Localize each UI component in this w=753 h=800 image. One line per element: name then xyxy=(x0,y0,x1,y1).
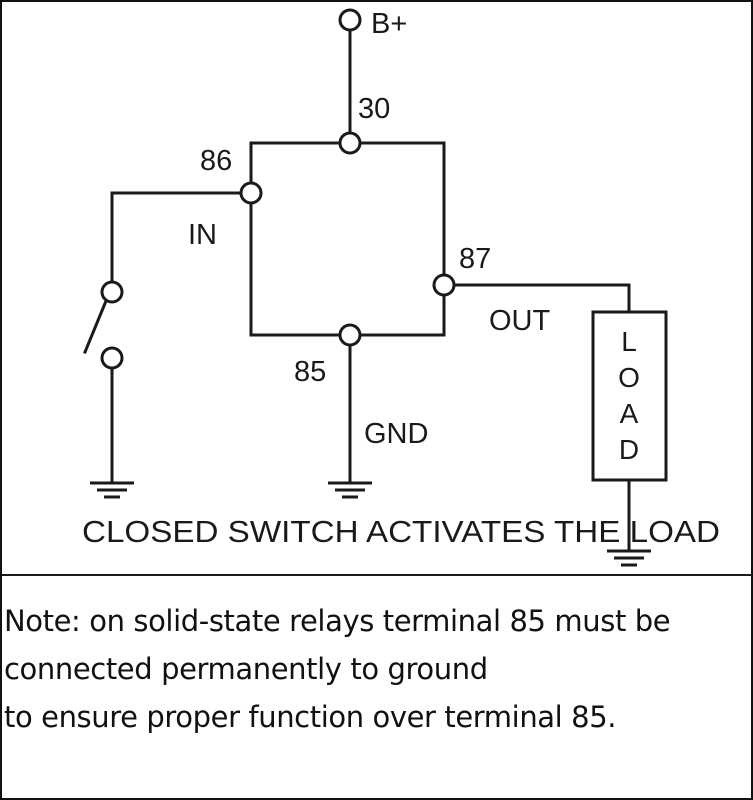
load-box xyxy=(591,310,668,482)
label-input: IN xyxy=(188,219,217,251)
label-terminal-30: 30 xyxy=(358,93,390,125)
terminal-battery xyxy=(338,8,362,32)
label-terminal-86: 86 xyxy=(200,145,232,177)
note-line: Note: on solid-state relays terminal 85 … xyxy=(4,604,671,638)
load-letter: L xyxy=(621,326,637,357)
ground-icon xyxy=(607,549,651,567)
switch-blade xyxy=(83,299,108,354)
note-line: connected permanently to ground xyxy=(4,652,488,686)
label-terminal-87: 87 xyxy=(459,243,491,275)
switch-contact-bottom xyxy=(100,346,124,370)
note-line: to ensure proper function over terminal … xyxy=(4,700,617,734)
load-letter: O xyxy=(618,362,640,393)
terminal-85 xyxy=(338,323,362,347)
terminal-86 xyxy=(239,181,263,205)
note-text: Note: on solid-state relays terminal 85 … xyxy=(4,597,751,741)
label-output: OUT xyxy=(489,305,551,337)
label-battery: B+ xyxy=(371,8,407,40)
terminal-30 xyxy=(338,131,362,155)
terminal-87 xyxy=(432,273,456,297)
switch-contact-top xyxy=(100,280,124,304)
ground-icon xyxy=(90,481,134,499)
ground-icon xyxy=(328,481,372,499)
ground-symbols xyxy=(90,481,651,567)
load-letter: A xyxy=(620,398,639,429)
label-terminal-85: 85 xyxy=(294,356,326,388)
diagram-caption: CLOSED SWITCH ACTIVATES THE LOAD xyxy=(82,514,720,549)
label-ground: GND xyxy=(364,418,428,450)
load-letter: D xyxy=(619,434,639,465)
